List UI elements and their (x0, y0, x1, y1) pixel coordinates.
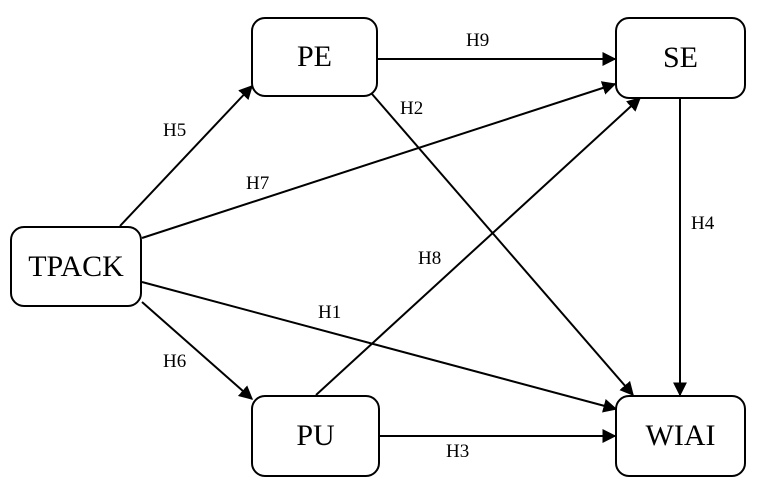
edge-label-h4: H4 (691, 213, 715, 234)
edge-h1-arrow (141, 281, 618, 413)
edge-h2-arrow (371, 93, 634, 397)
node-pe: PE (251, 17, 378, 97)
edge-label-h5: H5 (163, 120, 187, 141)
edge-label-h9: H9 (466, 30, 490, 51)
edge-label-h1: H1 (318, 302, 342, 323)
edge-h5-arrow (119, 84, 253, 227)
edge-label-h3: H3 (446, 441, 470, 462)
edge-label-h7: H7 (246, 173, 270, 194)
node-pu: PU (251, 395, 380, 477)
node-wiai: WIAI (615, 395, 746, 477)
edge-h6-arrow (141, 301, 254, 400)
node-se: SE (615, 17, 746, 99)
node-tpack: TPACK (10, 226, 142, 307)
edge-label-h8: H8 (418, 248, 442, 269)
edge-label-h6: H6 (163, 351, 187, 372)
edge-h8-arrow (315, 97, 642, 396)
edge-label-h2: H2 (400, 98, 424, 119)
edge-h7-arrow (141, 81, 617, 239)
